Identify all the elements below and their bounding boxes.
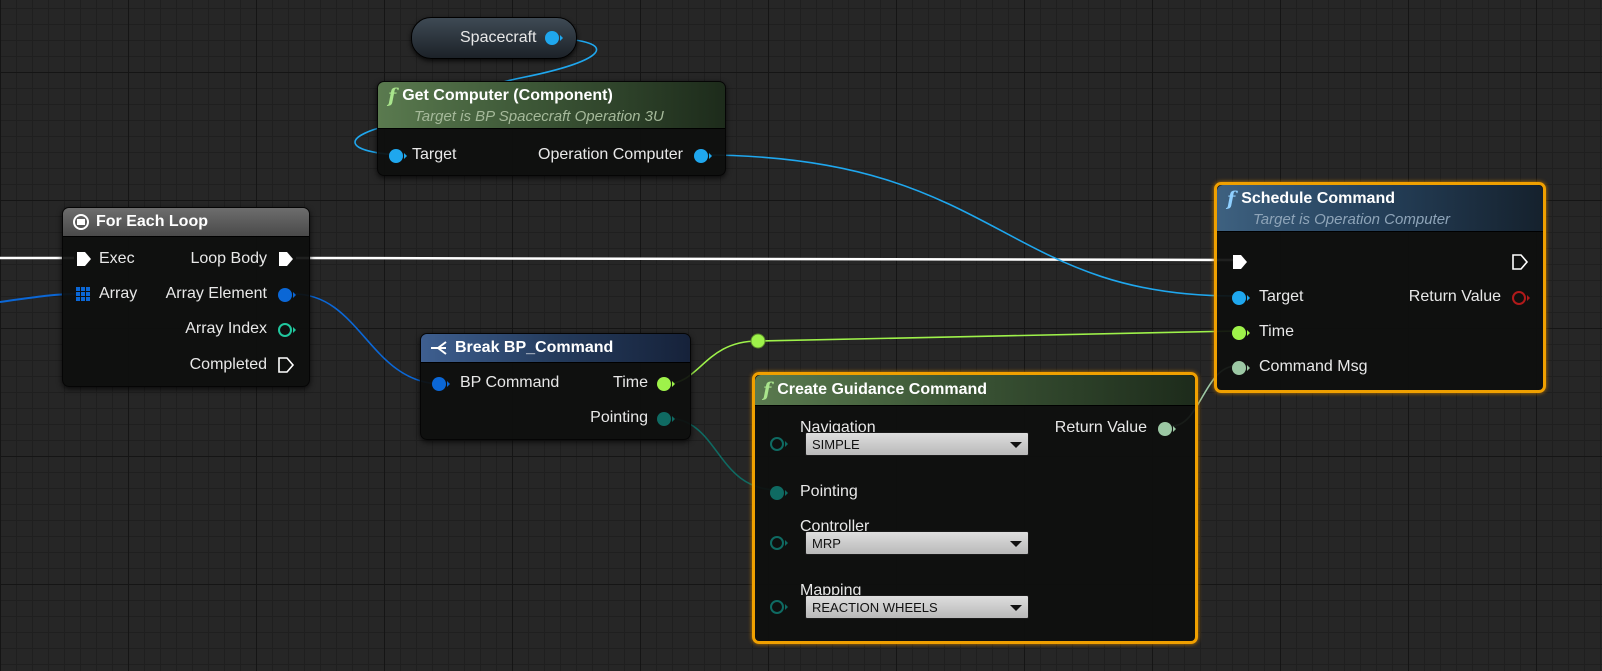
target-label: Target xyxy=(1259,288,1304,305)
loop-macro-icon xyxy=(73,214,89,230)
operation-computer-pin-icon[interactable] xyxy=(693,147,713,165)
time-label: Time xyxy=(613,374,648,391)
navigation-dropdown[interactable]: SIMPLE xyxy=(805,432,1029,456)
node-title: For Each Loop xyxy=(96,213,208,230)
get-computer-node[interactable]: f Get Computer (Component) Target is BP S… xyxy=(377,81,726,176)
schedule-header: f Schedule Command Target is Operation Co… xyxy=(1217,185,1543,232)
break-struct-icon xyxy=(431,341,447,355)
completed-pin-icon[interactable] xyxy=(277,356,295,374)
array-index-label: Array Index xyxy=(185,320,267,337)
array-element-wire xyxy=(293,293,441,385)
pointing-in-pin-icon[interactable] xyxy=(769,484,789,502)
completed-label: Completed xyxy=(189,356,267,373)
return-value-label: Return Value xyxy=(1408,288,1501,305)
chevron-down-icon xyxy=(1010,541,1022,547)
node-subtitle: Target is BP Spacecraft Operation 3U xyxy=(414,108,664,125)
break-bp-command-node[interactable]: Break BP_Command BP Command Time Pointin… xyxy=(420,333,691,440)
navigation-value: SIMPLE xyxy=(812,437,860,452)
time-pin-icon[interactable] xyxy=(656,375,676,393)
array-index-pin-icon[interactable] xyxy=(277,321,297,339)
navigation-pin-icon[interactable] xyxy=(769,435,789,453)
get-computer-header: f Get Computer (Component) Target is BP S… xyxy=(378,82,725,129)
command-msg-label: Command Msg xyxy=(1259,358,1368,375)
array-label: Array xyxy=(99,285,138,302)
bp-command-label: BP Command xyxy=(460,374,560,391)
node-subtitle: Target is Operation Computer xyxy=(1253,211,1451,228)
controller-value: MRP xyxy=(812,536,841,551)
bp-command-pin-icon[interactable] xyxy=(431,375,451,393)
loop-body-pin-icon[interactable] xyxy=(277,250,295,268)
spacecraft-variable-node[interactable]: Spacecraft xyxy=(411,17,577,59)
exec-out-pin-icon[interactable] xyxy=(1511,253,1529,271)
node-title: Break BP_Command xyxy=(455,339,614,356)
return-value-label: Return Value xyxy=(1054,419,1147,436)
exec-in-pin-icon[interactable] xyxy=(75,250,93,268)
controller-pin-icon[interactable] xyxy=(769,534,789,552)
function-icon: f xyxy=(388,85,397,107)
pointing-label: Pointing xyxy=(590,409,648,426)
array-grid-icon[interactable] xyxy=(75,286,91,302)
navigation-label: Navigation xyxy=(800,419,876,436)
exec-wire-loop-body xyxy=(295,256,1235,262)
exec-in-pin-icon[interactable] xyxy=(1231,253,1249,271)
mapping-value: REACTION WHEELS xyxy=(812,600,938,615)
operation-computer-label: Operation Computer xyxy=(538,146,683,163)
chevron-down-icon xyxy=(1010,442,1022,448)
time-wire-b xyxy=(757,330,1239,342)
return-value-pin-icon[interactable] xyxy=(1157,420,1177,438)
command-msg-pin-icon[interactable] xyxy=(1231,359,1251,377)
exec-label: Exec xyxy=(99,250,135,267)
controller-label: Controller xyxy=(800,518,870,535)
target-pin-icon[interactable] xyxy=(1231,289,1251,307)
pointing-pin-icon[interactable] xyxy=(656,410,676,428)
mapping-pin-icon[interactable] xyxy=(769,598,789,616)
target-pin-icon[interactable] xyxy=(388,147,408,165)
mapping-dropdown[interactable]: REACTION WHEELS xyxy=(805,595,1029,619)
target-label: Target xyxy=(412,146,457,163)
schedule-command-node[interactable]: f Schedule Command Target is Operation Co… xyxy=(1214,182,1546,393)
controller-dropdown[interactable]: MRP xyxy=(805,531,1029,555)
guidance-header: f Create Guidance Command xyxy=(755,375,1195,406)
reroute-knot[interactable] xyxy=(750,333,766,349)
for-each-header: For Each Loop xyxy=(63,208,309,237)
node-title: Schedule Command xyxy=(1241,190,1395,207)
array-element-pin-icon[interactable] xyxy=(277,286,297,304)
chevron-down-icon xyxy=(1010,605,1022,611)
operation-computer-wire xyxy=(701,154,1237,297)
return-value-pin-icon[interactable] xyxy=(1511,289,1531,307)
array-element-label: Array Element xyxy=(165,285,267,302)
for-each-loop-node[interactable]: For Each Loop Exec Loop Body Array Array… xyxy=(62,207,310,387)
object-pin-icon[interactable] xyxy=(544,29,564,47)
mapping-label: Mapping xyxy=(800,582,862,599)
break-header: Break BP_Command xyxy=(421,334,690,363)
function-icon: f xyxy=(1227,188,1236,210)
node-title: Create Guidance Command xyxy=(777,381,988,398)
pointing-label: Pointing xyxy=(800,483,858,500)
loop-body-label: Loop Body xyxy=(190,250,267,267)
create-guidance-command-node[interactable]: f Create Guidance Command Navigation SIM… xyxy=(752,372,1198,644)
function-icon: f xyxy=(763,379,772,401)
time-label: Time xyxy=(1259,323,1294,340)
node-title: Get Computer (Component) xyxy=(402,87,613,104)
time-pin-icon[interactable] xyxy=(1231,324,1251,342)
spacecraft-label: Spacecraft xyxy=(460,29,537,46)
